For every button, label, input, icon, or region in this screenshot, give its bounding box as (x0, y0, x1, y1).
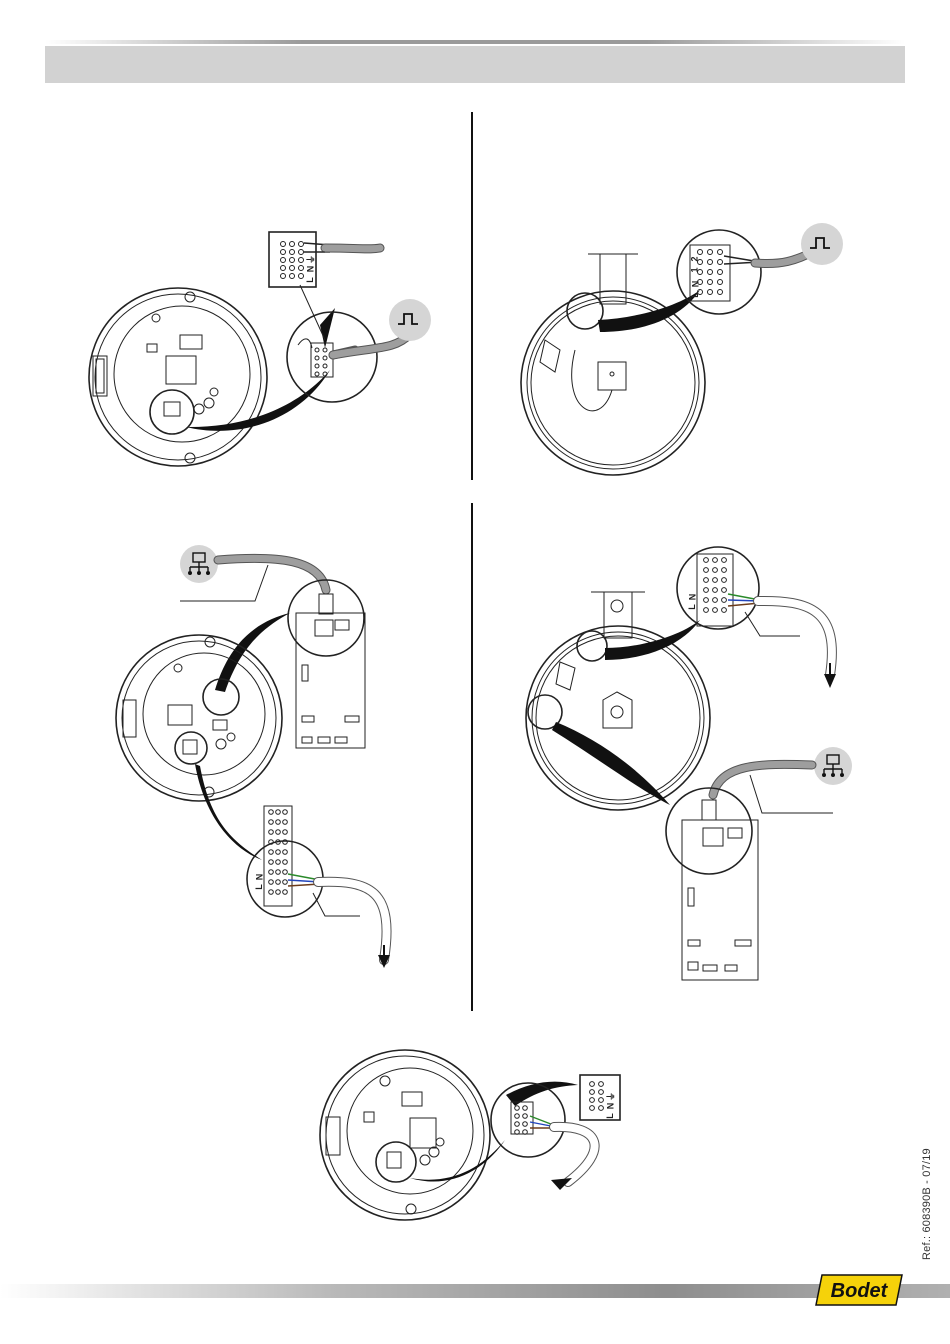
logo-text: Bodet (831, 1280, 889, 1302)
bodet-logo: Bodet (814, 1273, 904, 1307)
document-reference: Ref.: 608390B - 07/19 (921, 1148, 933, 1260)
terminal-label-earth-5: ⏚ (604, 1092, 617, 1101)
footer-bar (0, 1284, 950, 1298)
terminal-label-n-5: N (605, 1103, 615, 1110)
terminal-label-l-5: L (605, 1113, 615, 1119)
clock-front-view-3 (320, 1050, 490, 1220)
